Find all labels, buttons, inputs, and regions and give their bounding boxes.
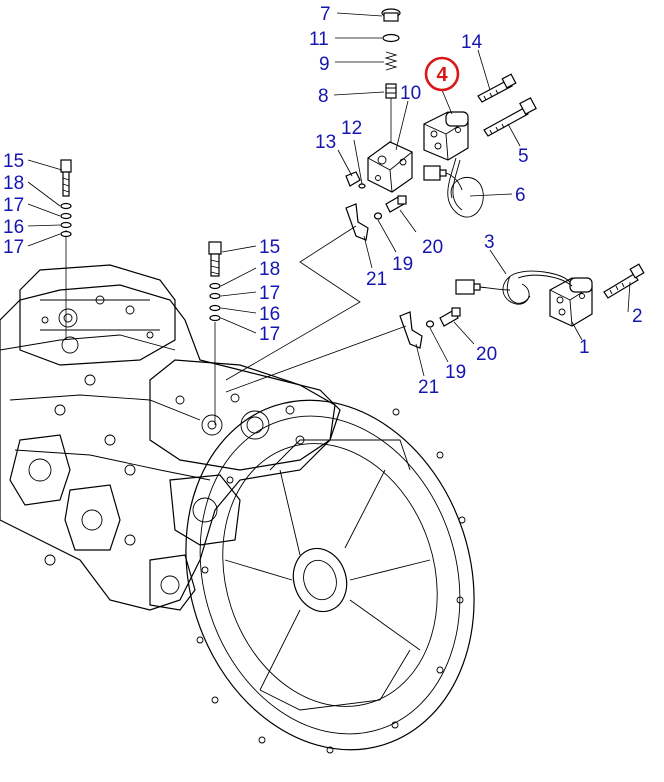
label-19-upper: 19 [392, 254, 413, 275]
label-17-left-b: 17 [3, 237, 24, 258]
label-17-left-a: 17 [3, 195, 24, 216]
labels: 7 11 9 8 10 14 5 6 13 12 20 19 21 15 18 … [3, 4, 643, 398]
label-18-left: 18 [3, 173, 24, 194]
highlight-part-4: 4 [424, 56, 460, 92]
label-8: 8 [318, 86, 329, 107]
label-20-lower: 20 [476, 344, 497, 365]
label-18-center: 18 [259, 259, 280, 280]
center-plug-stack [208, 241, 222, 322]
label-12: 12 [341, 118, 362, 139]
harness-6 [423, 157, 484, 218]
fitting-lower [399, 307, 475, 377]
label-1: 1 [579, 337, 590, 358]
label-19-lower: 19 [445, 362, 466, 383]
bolt-14 [477, 73, 517, 103]
label-21-lower: 21 [418, 377, 439, 398]
label-17-center-b: 17 [259, 324, 280, 345]
label-2: 2 [632, 306, 643, 327]
label-15-left: 15 [3, 151, 24, 172]
label-3: 3 [484, 232, 495, 253]
label-10: 10 [400, 83, 421, 104]
label-17-center-a: 17 [259, 283, 280, 304]
bolt-2 [603, 263, 645, 299]
label-14: 14 [461, 32, 483, 53]
valve-stack [367, 8, 413, 193]
left-plug-stack [60, 159, 72, 238]
label-5: 5 [518, 146, 529, 167]
label-13: 13 [315, 132, 336, 153]
pump-assembly [0, 230, 475, 754]
small-parts-13-12 [337, 139, 366, 189]
label-4-highlighted: 4 [436, 64, 448, 86]
harness-3 [455, 270, 573, 305]
label-20-upper: 20 [422, 237, 443, 258]
label-15-center: 15 [259, 237, 280, 258]
label-7: 7 [320, 4, 331, 25]
bolt-5 [483, 97, 537, 137]
label-leaders [27, 12, 631, 341]
label-16-center: 16 [259, 304, 280, 325]
solenoid-valve-4 [423, 111, 469, 161]
label-9: 9 [319, 54, 330, 75]
highlight-circle [424, 56, 460, 92]
label-21-upper: 21 [366, 269, 387, 290]
label-11: 11 [309, 29, 329, 50]
fitting-upper [345, 195, 417, 269]
label-6: 6 [515, 185, 526, 206]
label-16-left: 16 [3, 217, 24, 238]
